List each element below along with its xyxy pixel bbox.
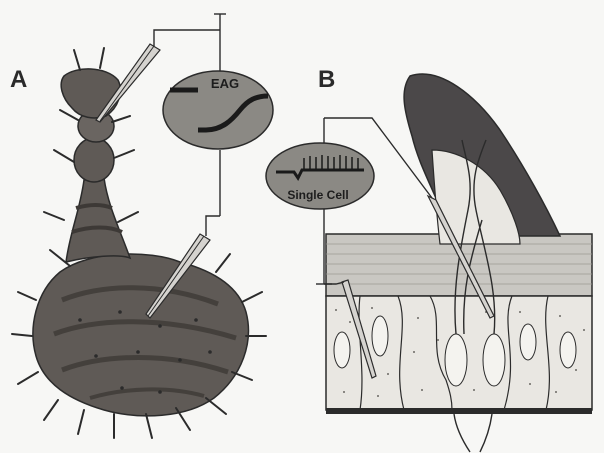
basement-membrane — [326, 408, 592, 414]
eag-label: EAG — [211, 76, 239, 91]
single-cell-inset: Single Cell — [266, 143, 374, 209]
antenna-tip — [61, 69, 120, 118]
tissue-section — [326, 74, 592, 452]
single-cell-label: Single Cell — [287, 188, 348, 202]
antenna-segment — [74, 138, 114, 182]
eag-inset: EAG — [163, 71, 273, 149]
